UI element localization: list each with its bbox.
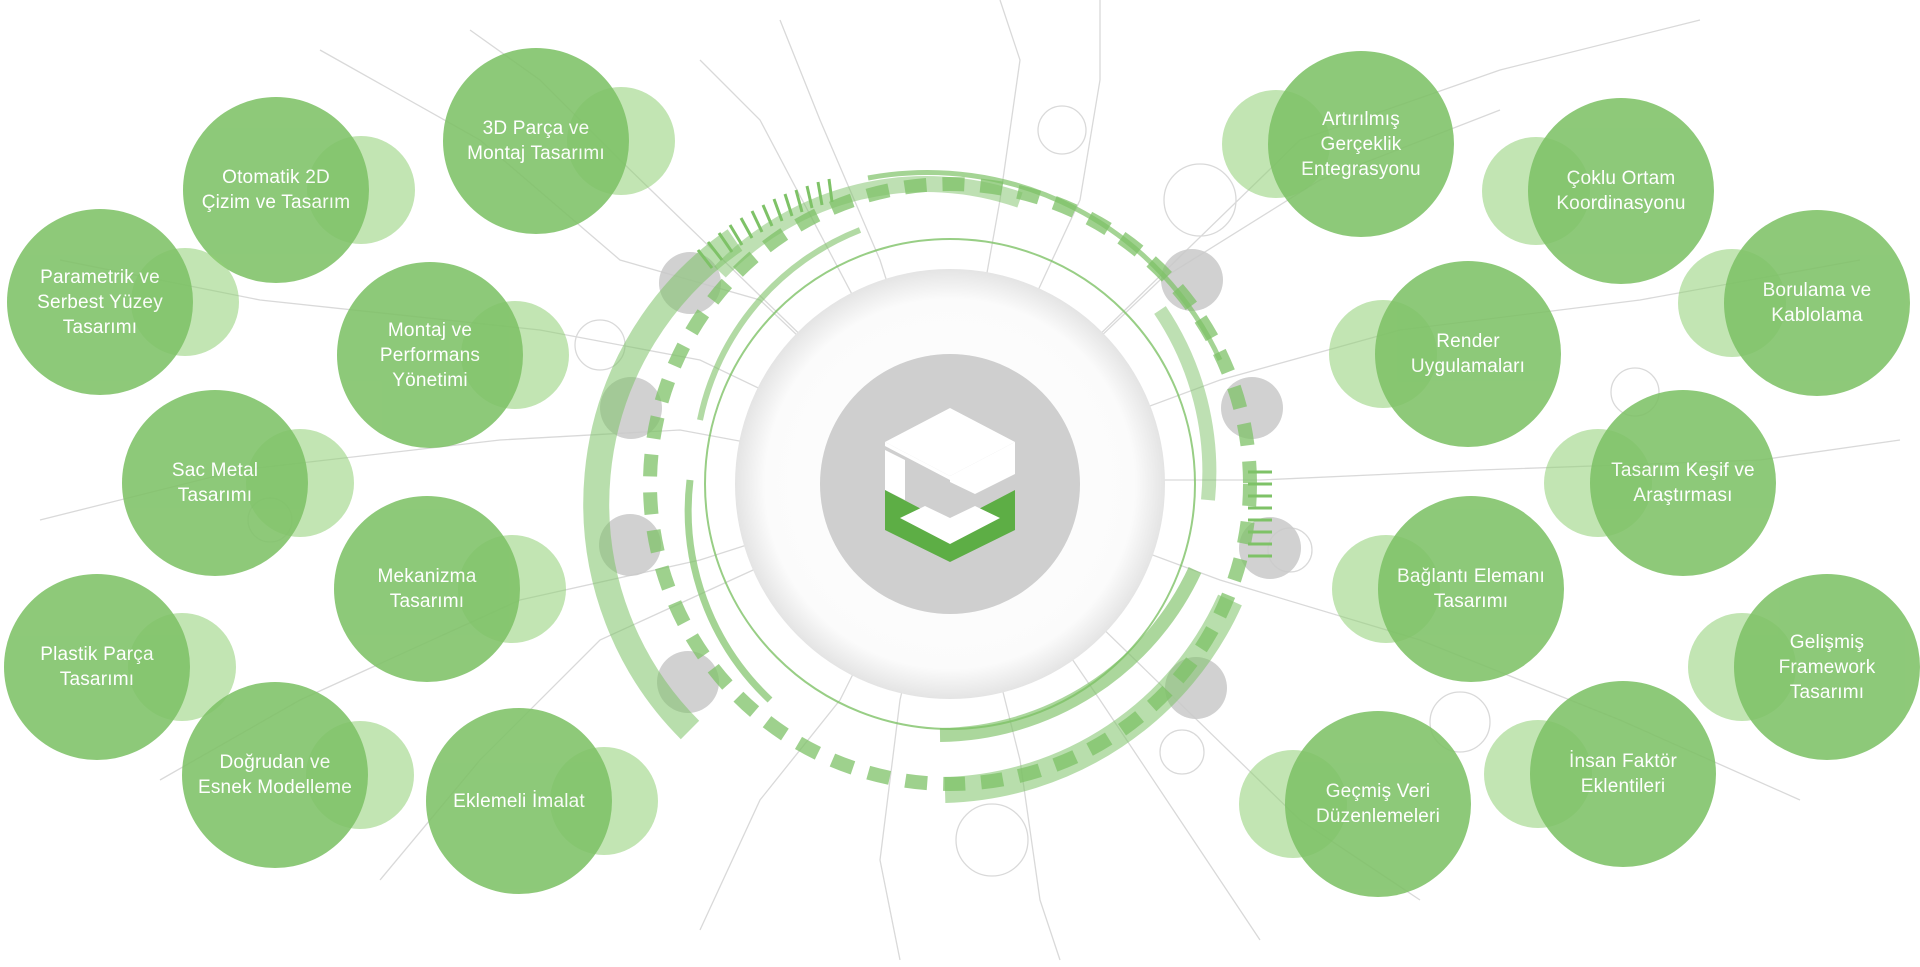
node-circle: 3D Parça ve Montaj Tasarımı [443,48,629,234]
left-feature-node: Sac Metal Tasarımı [122,390,354,576]
hexagon-cube-logo-icon [885,408,1015,562]
node-label: Borulama ve Kablolama [1762,280,1872,326]
node-circle: Gelişmiş Framework Tasarımı [1734,574,1920,760]
node-circle: Doğrudan ve Esnek Modelleme [182,682,368,868]
node-circle: Tasarım Keşif ve Araştırması [1590,390,1776,576]
node-circle: Otomatik 2D Çizim ve Tasarım [183,97,369,283]
hub [583,169,1301,803]
left-feature-node: Otomatik 2D Çizim ve Tasarım [183,97,415,283]
node-circle: Artırılmış Gerçeklik Entegrasyonu [1268,51,1454,237]
right-feature-node: Geçmiş Veri Düzenlemeleri [1239,711,1471,897]
node-label: Sac Metal Tasarımı [171,460,259,506]
node-label: Render Uygulamaları [1410,331,1526,377]
node-label: Bağlantı Elemanı Tasarımı [1397,566,1545,612]
right-feature-node: Bağlantı Elemanı Tasarımı [1332,496,1564,682]
node-circle: Mekanizma Tasarımı [334,496,520,682]
right-feature-node: Artırılmış Gerçeklik Entegrasyonu [1222,51,1454,237]
right-feature-node: Render Uygulamaları [1329,261,1561,447]
node-label: Mekanizma Tasarımı [377,566,477,612]
node-circle: Bağlantı Elemanı Tasarımı [1378,496,1564,682]
node-label: Doğrudan ve Esnek Modelleme [197,752,353,798]
node-label: Eklemeli İmalat [453,790,585,812]
node-circle: Parametrik ve Serbest Yüzey Tasarımı [7,209,193,395]
node-label: İnsan Faktör Eklentileri [1568,751,1677,797]
left-feature-node: Montaj ve Performans Yönetimi [337,262,569,448]
right-feature-node: Çoklu Ortam Koordinasyonu [1482,98,1714,284]
node-label: 3D Parça ve Montaj Tasarımı [467,118,605,164]
node-circle: Eklemeli İmalat [426,708,612,894]
left-feature-node: 3D Parça ve Montaj Tasarımı [443,48,675,234]
node-circle: Sac Metal Tasarımı [122,390,308,576]
node-label: Geçmiş Veri Düzenlemeleri [1315,781,1441,827]
node-label: Parametrik ve Serbest Yüzey Tasarımı [37,266,163,338]
left-feature-node: Mekanizma Tasarımı [334,496,566,682]
node-label: Artırılmış Gerçeklik Entegrasyonu [1301,108,1421,180]
node-circle: İnsan Faktör Eklentileri [1530,681,1716,867]
left-feature-node: Plastik Parça Tasarımı [4,574,236,760]
right-feature-node: Gelişmiş Framework Tasarımı [1688,574,1920,760]
node-label: Plastik Parça Tasarımı [40,644,154,690]
node-circle: Montaj ve Performans Yönetimi [337,262,523,448]
node-label: Otomatik 2D Çizim ve Tasarım [201,167,351,213]
node-label: Montaj ve Performans Yönetimi [379,319,481,391]
node-circle: Çoklu Ortam Koordinasyonu [1528,98,1714,284]
left-feature-node: Parametrik ve Serbest Yüzey Tasarımı [7,209,239,395]
right-feature-node: İnsan Faktör Eklentileri [1484,681,1716,867]
node-label: Çoklu Ortam Koordinasyonu [1556,168,1686,214]
node-circle: Borulama ve Kablolama [1724,210,1910,396]
node-label: Tasarım Keşif ve Araştırması [1611,460,1755,506]
right-feature-node: Borulama ve Kablolama [1678,210,1910,396]
node-circle: Plastik Parça Tasarımı [4,574,190,760]
node-label: Gelişmiş Framework Tasarımı [1778,631,1876,703]
left-feature-node: Doğrudan ve Esnek Modelleme [182,682,414,868]
left-feature-node: Eklemeli İmalat [426,708,658,894]
right-feature-node: Tasarım Keşif ve Araştırması [1544,390,1776,576]
node-circle: Geçmiş Veri Düzenlemeleri [1285,711,1471,897]
node-circle: Render Uygulamaları [1375,261,1561,447]
